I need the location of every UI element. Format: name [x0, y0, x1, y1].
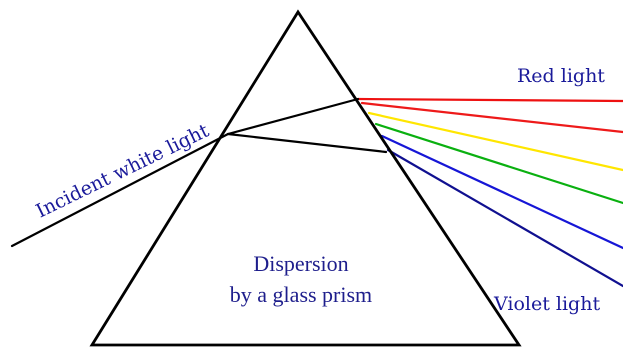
caption-line-2: by a glass prism [230, 282, 372, 307]
refracted-ray-upper [226, 97, 360, 136]
ray-green [374, 122, 623, 205]
incident-ray [10, 132, 230, 248]
ray-violet [386, 148, 623, 288]
refracted-ray-lower [226, 132, 388, 154]
red-light-label: Red light [517, 65, 605, 87]
dispersed-rays [356, 97, 623, 288]
ray-yellow [367, 111, 623, 172]
violet-light-label: Violet light [493, 293, 600, 315]
ray-blue [380, 134, 623, 250]
caption-line-1: Dispersion [253, 251, 348, 276]
ray-red-2 [360, 101, 623, 134]
ray-red-1 [356, 97, 623, 103]
glass-prism [89, 9, 522, 347]
incident-light-label: Incident white light [33, 120, 213, 223]
white-light-path [10, 97, 388, 248]
